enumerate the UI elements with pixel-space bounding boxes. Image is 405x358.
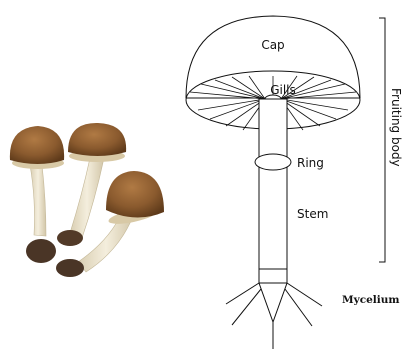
left-mushroom-base (26, 239, 56, 263)
right-mushroom-base (56, 259, 84, 277)
middle-mushroom-base (57, 230, 83, 246)
gills-label: Gills (270, 83, 296, 97)
fruiting-body-label: Fruiting body (389, 88, 403, 167)
mushroom-photo-illustration (10, 123, 164, 277)
stem-base-bulb (259, 269, 287, 322)
stem-label: Stem (297, 207, 328, 221)
stem-shape (259, 99, 287, 269)
middle-mushroom-cap (68, 123, 126, 156)
ring-label: Ring (297, 156, 324, 170)
cap-label: Cap (261, 38, 284, 52)
ring-shape (255, 154, 291, 170)
mycelium-label: Mycelium (342, 294, 400, 306)
right-mushroom-cap (106, 171, 164, 218)
left-mushroom-cap (10, 126, 64, 164)
middle-mushroom-stem (70, 158, 104, 238)
left-mushroom-stem (30, 165, 46, 236)
fruiting-body-bracket (379, 18, 385, 262)
